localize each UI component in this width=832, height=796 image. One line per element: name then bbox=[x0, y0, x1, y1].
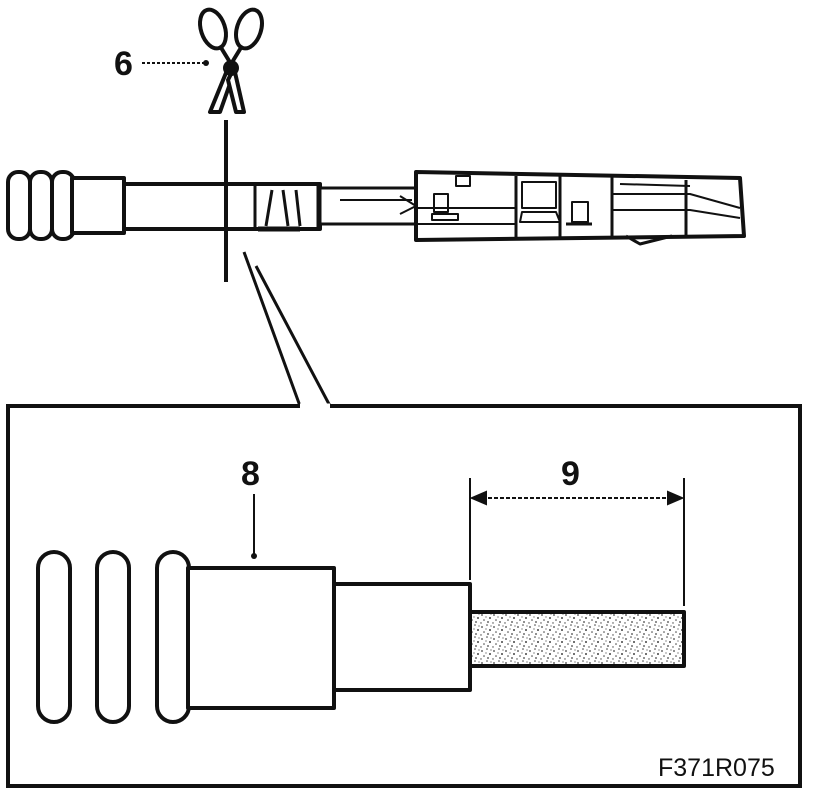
strip-length-dimension bbox=[469, 478, 685, 606]
terminal-overview bbox=[6, 170, 746, 246]
cable-insulation-detail bbox=[332, 582, 472, 692]
conductor-tube bbox=[318, 186, 418, 226]
callout-label-9: 9 bbox=[561, 455, 580, 493]
seal-body bbox=[70, 176, 126, 235]
seal-rib bbox=[95, 550, 131, 724]
cable-insulation bbox=[122, 182, 322, 231]
detail-connector bbox=[242, 251, 332, 407]
callout-label-8: 8 bbox=[241, 455, 260, 493]
detail-frame bbox=[6, 404, 802, 788]
scissors-icon bbox=[198, 7, 264, 114]
figure-code: F371R075 bbox=[658, 754, 775, 782]
seal-rib bbox=[36, 550, 72, 724]
cable-detail bbox=[36, 550, 686, 724]
callout-label-6: 6 bbox=[114, 45, 133, 83]
seal-body-detail bbox=[186, 566, 336, 710]
stripped-conductor bbox=[468, 610, 686, 668]
crimp-wings bbox=[253, 182, 320, 231]
seal-rib bbox=[155, 550, 191, 724]
seal-rib bbox=[6, 170, 32, 241]
seal-rib bbox=[28, 170, 54, 241]
